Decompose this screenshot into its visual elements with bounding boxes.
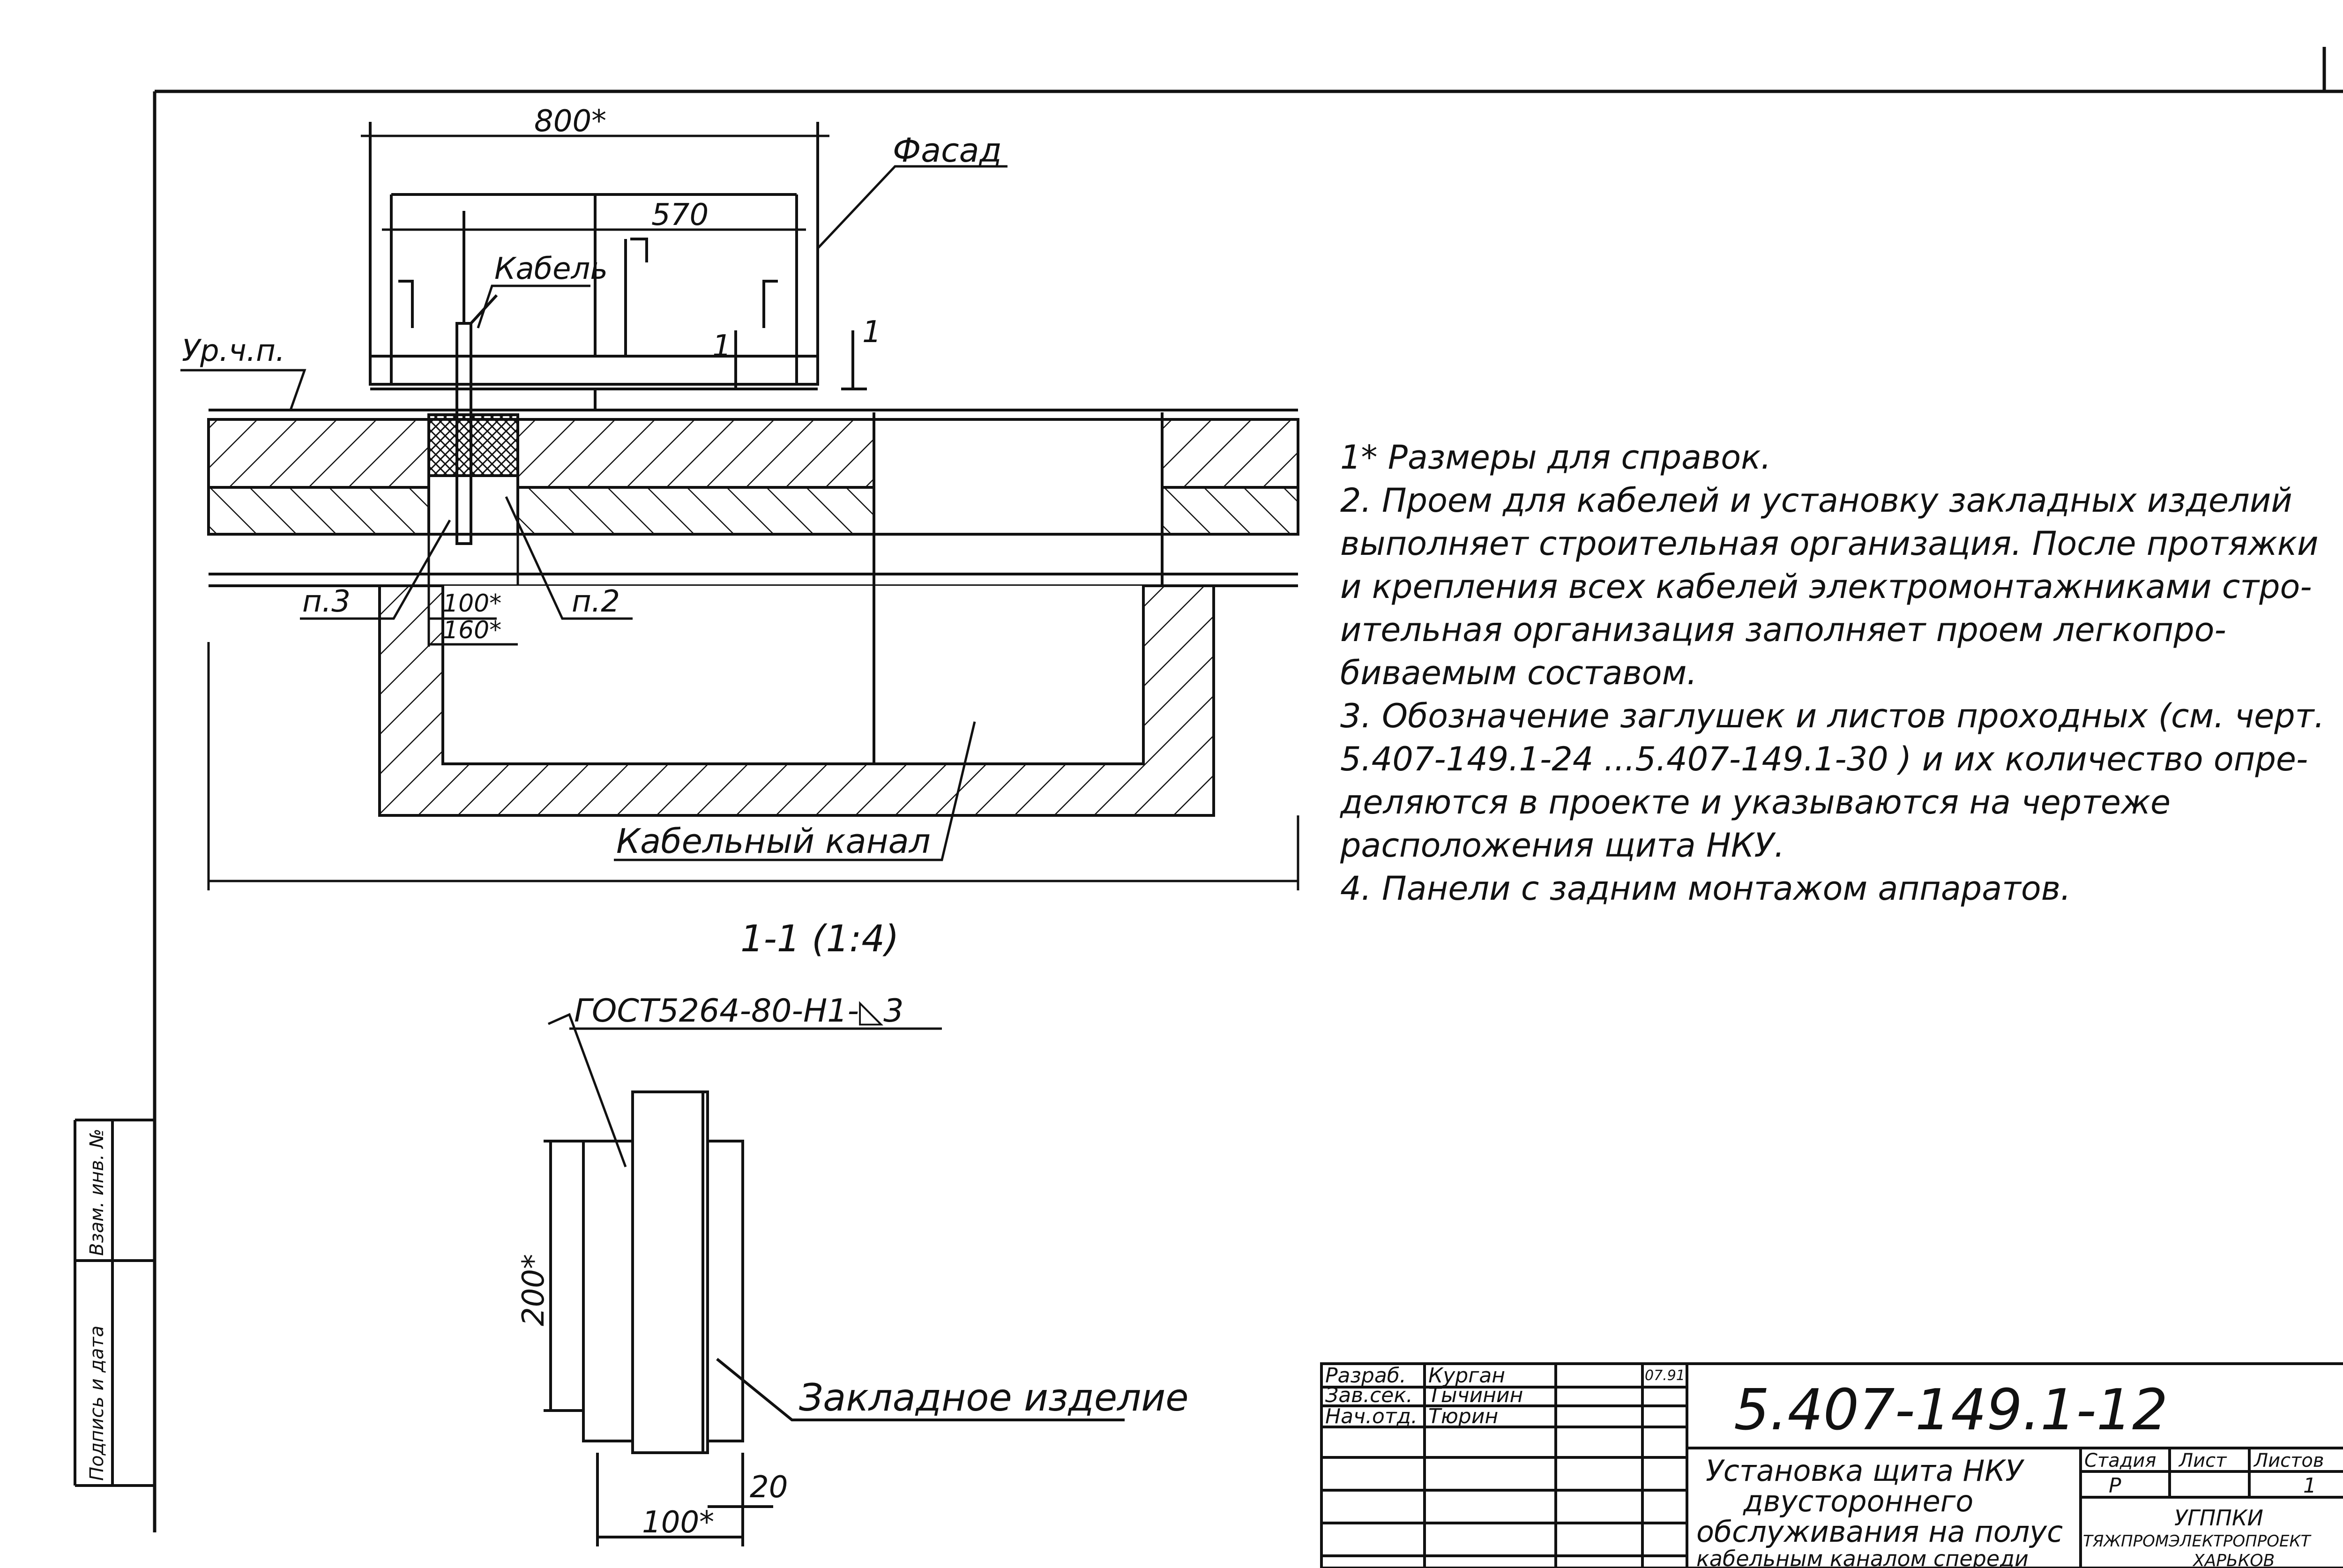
dim-bottom — [207, 642, 1299, 890]
note-line: и крепления всех кабелей электромонтажни… — [1340, 567, 2312, 606]
dim-inner-label: 570 — [651, 198, 709, 232]
cable-opening-filler — [427, 413, 519, 477]
dim-opening-inner: 100* — [443, 590, 501, 618]
embedded-item-label: Закладное изделие — [799, 1376, 1188, 1419]
item2-label: п.2 — [572, 584, 620, 619]
section-1-1: 800* 570 Фасад Кабель Ур.ч.п. 1 1 п.3 п.… — [180, 104, 1299, 960]
sheet-frame — [153, 47, 2343, 1532]
tb-role-2: Зав.сек. — [1325, 1383, 1413, 1407]
note-line: 4. Панели с задним монтажом аппаратов. — [1340, 869, 2071, 908]
side-stamp-col1: Подпись и дата — [86, 1326, 108, 1481]
tb-name-2: Тычинин — [1428, 1383, 1523, 1407]
note-line: биваемым составом. — [1340, 654, 1697, 692]
floor-level-label: Ур.ч.п. — [182, 334, 285, 368]
tb-title-1: Установка щита НКУ — [1706, 1454, 2025, 1488]
dim-opening — [429, 617, 518, 646]
dim-opening-outer: 160* — [443, 616, 501, 644]
tb-name-1: Курган — [1428, 1364, 1505, 1388]
section-title: 1-1 (1:4) — [740, 918, 899, 960]
side-stamp-col2: Взам. инв. № — [86, 1128, 108, 1256]
embedded-detail: ГОСТ5264-80-Н1-◺3 200* 100* 20 Закладное… — [516, 993, 1188, 1546]
cable — [455, 211, 498, 545]
dim-overall — [361, 122, 829, 150]
detail-thickness: 20 — [750, 1470, 788, 1505]
tb-sheets-label: Листов — [2253, 1450, 2324, 1471]
tb-name-3: Тюрин — [1428, 1404, 1498, 1428]
cut-mark-left: 1 — [712, 329, 731, 364]
tb-role-3: Нач.отд. — [1325, 1404, 1418, 1428]
cable-label: Кабель — [494, 252, 608, 286]
dim-overall-label: 800* — [534, 104, 606, 139]
detail-height: 200* — [516, 1254, 551, 1326]
tb-sheet-label: Лист — [2178, 1450, 2227, 1471]
tb-date-1: 07.91 — [1645, 1367, 1685, 1384]
cable-channel-walls — [378, 412, 1215, 817]
tb-stage-label: Стадия — [2084, 1450, 2156, 1471]
tb-title-4: кабельным каналом спереди — [1696, 1546, 2029, 1568]
cable-channel-label: Кабельный канал — [616, 821, 931, 861]
detail-width: 100* — [642, 1505, 714, 1540]
weld-spec: ГОСТ5264-80-Н1-◺3 — [574, 993, 904, 1030]
tb-org-1: УГППКИ — [2174, 1505, 2263, 1531]
tb-sheets-value: 1 — [2303, 1474, 2316, 1498]
note-line: 3. Обозначение заглушек и листов проходн… — [1340, 697, 2325, 735]
tb-role-1: Разраб. — [1325, 1364, 1406, 1388]
note-line: выполняет строительная организация. Посл… — [1340, 524, 2319, 563]
cut-mark-right: 1 — [862, 315, 881, 350]
tb-title-3: обслуживания на полус — [1696, 1515, 2063, 1549]
tb-org-3: ХАРЬКОВ — [2192, 1551, 2275, 1568]
title-block: Разраб. Курган 07.91 Зав.сек. Тычинин На… — [1320, 1362, 2343, 1568]
tb-title-2: двустороннего — [1743, 1484, 1973, 1518]
floor-slab — [207, 409, 1299, 587]
tb-stage-value: Р — [2109, 1474, 2121, 1498]
note-line: 2. Проем для кабелей и установку закладн… — [1340, 481, 2292, 520]
tb-org-2: ТЯЖПРОМЭЛЕКТРОПРОЕКТ — [2083, 1532, 2312, 1551]
note-line: 5.407-149.1-24 ...5.407-149.1-30 ) и их … — [1340, 740, 2308, 778]
notes-block: 1* Размеры для справок. 2. Проем для каб… — [1340, 436, 2343, 910]
tb-doc-code: 5.407-149.1-12 — [1734, 1378, 2168, 1443]
item3-label: п.3 — [302, 584, 351, 619]
note-line: расположения щита НКУ. — [1340, 826, 1785, 865]
note-line: деляются в проекте и указываются на черт… — [1340, 783, 2171, 821]
facade-label: Фасад — [893, 131, 1002, 170]
note-line: ительная организация заполняет проем лег… — [1340, 611, 2226, 649]
note-line: 1* Размеры для справок. — [1340, 438, 1771, 477]
side-stamp: Подпись и дата Взам. инв. № — [74, 1119, 155, 1487]
cut-marks — [724, 330, 867, 390]
